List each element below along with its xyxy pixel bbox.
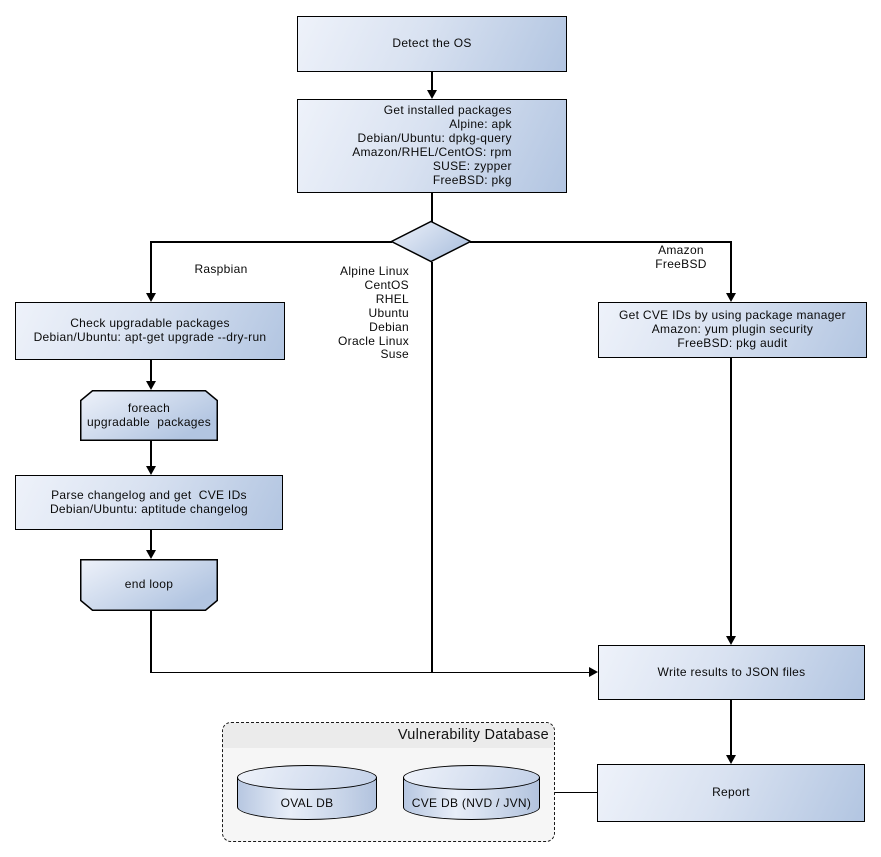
branch-label-amazon-freebsd: Amazon FreeBSD [655,243,707,271]
node-check-upgradable: Check upgradable packages Debian/Ubuntu:… [15,302,285,360]
node-write-results: Write results to JSON files [598,645,865,700]
connector [150,611,152,673]
arrowhead-down-icon [146,381,156,390]
connector [150,671,589,673]
connector [150,530,152,550]
connector [150,441,152,466]
connector [730,241,732,294]
node-foreach-loop-label: foreach upgradable packages [86,400,212,429]
node-write-results-label: Write results to JSON files [657,664,806,679]
node-get-cve-ids: Get CVE IDs by using package manager Ama… [598,302,867,358]
node-parse-changelog-label: Parse changelog and get CVE IDs Debian/U… [49,487,249,516]
cylinder-top [403,765,540,790]
arrowhead-down-icon [726,636,736,645]
arrowhead-down-icon [726,755,736,764]
database-cylinder-oval-label: OVAL DB [280,796,334,810]
database-cylinder-oval: OVAL DB [237,765,377,820]
node-foreach-loop: foreach upgradable packages [80,390,218,441]
connector [431,193,433,222]
connector [555,791,597,793]
database-cylinder-cve-label: CVE DB (NVD / JVN) [411,796,532,810]
node-check-upgradable-label: Check upgradable packages Debian/Ubuntu:… [33,316,267,344]
cylinder-top [237,765,377,790]
node-end-loop: end loop [80,559,218,611]
arrowhead-right-icon [589,667,598,677]
branch-label-os-list: Alpine Linux CentOS RHEL Ubuntu Debian O… [338,264,409,362]
arrowhead-down-icon [146,550,156,559]
connector [150,360,152,382]
group-title: Vulnerability Database [397,727,549,743]
group-title-band [223,723,554,748]
connector [150,241,152,294]
connector [470,241,731,243]
node-parse-changelog: Parse changelog and get CVE IDs Debian/U… [15,475,283,530]
loop-start-shape [80,390,218,441]
node-end-loop-label: end loop [124,577,174,592]
node-get-cve-ids-label: Get CVE IDs by using package manager Ama… [619,308,846,350]
connector [431,72,433,91]
node-get-installed-packages-label: Get installed packages Alpine: apk Debia… [352,103,512,187]
connector [431,262,433,673]
node-detect-os: Detect the OS [297,16,567,72]
arrowhead-down-icon [146,293,156,302]
connector [150,241,392,243]
node-get-installed-packages: Get installed packages Alpine: apk Debia… [297,99,567,193]
node-report-label: Report [712,785,750,800]
decision-diamond [389,220,473,263]
arrowhead-down-icon [726,293,736,302]
arrowhead-down-icon [427,90,437,99]
connector [730,700,732,756]
loop-end-shape [80,559,218,611]
node-report: Report [597,764,865,822]
branch-label-raspbian: Raspbian [194,262,248,276]
node-detect-os-label: Detect the OS [392,36,472,51]
arrowhead-down-icon [146,466,156,475]
connector [730,358,732,637]
database-cylinder-cve: CVE DB (NVD / JVN) [403,765,540,820]
